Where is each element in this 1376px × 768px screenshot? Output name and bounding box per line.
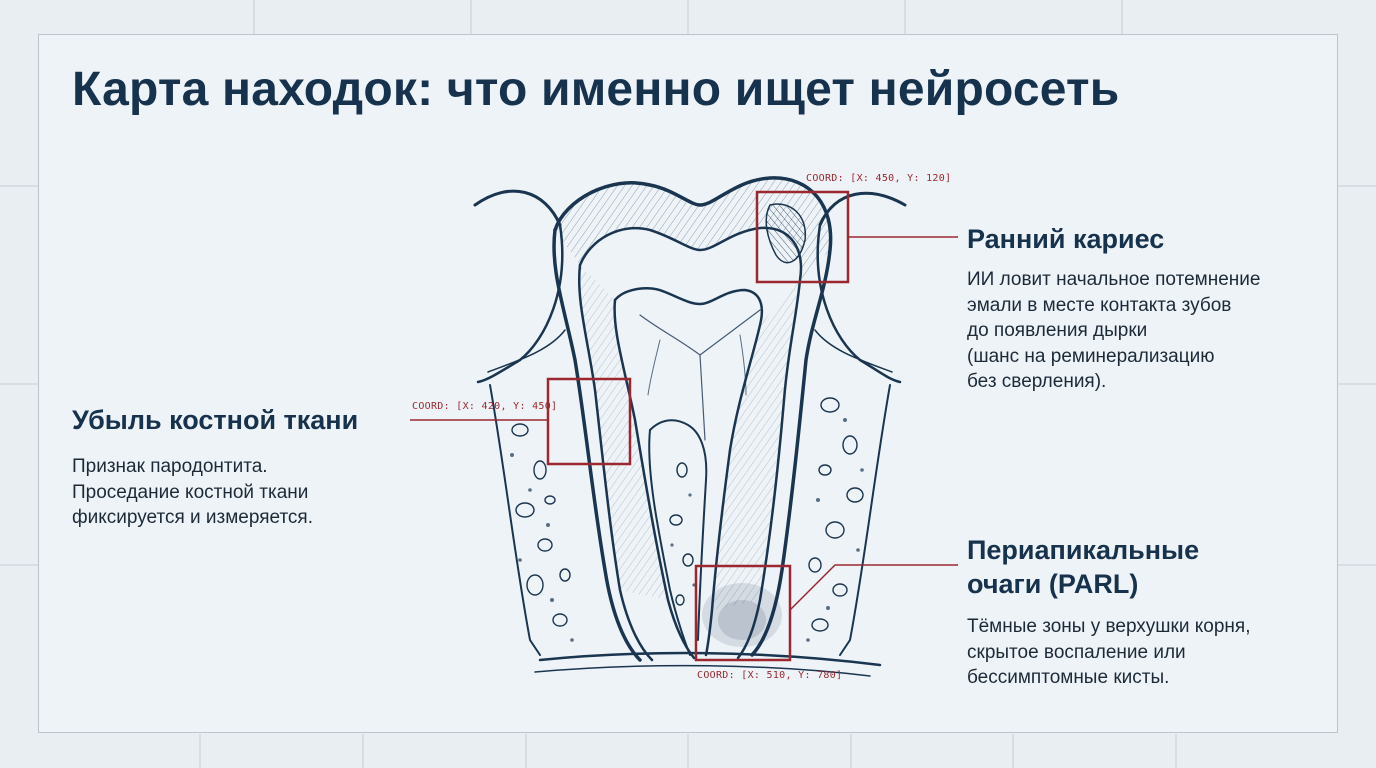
slide-card	[38, 34, 1338, 733]
page-title: Карта находок: что именно ищет нейросеть	[72, 63, 1120, 116]
caries-title: Ранний кариес	[967, 224, 1165, 254]
bone-loss-title: Убыль костной ткани	[72, 405, 359, 435]
parl-highlight-box	[694, 564, 792, 662]
caries-coord-label: COORD: [X: 450, Y: 120]	[806, 173, 952, 184]
parl-description: Тёмные зоны у верхушки корня, скрытое во…	[967, 616, 1251, 688]
bone-loss-highlight-box	[546, 377, 632, 466]
bone-loss-coord-label: COORD: [X: 420, Y: 450]	[412, 401, 558, 412]
bone-loss-description: Признак пародонтита. Проседание костной …	[72, 456, 313, 528]
parl-title: Периапикальные очаги (PARL)	[967, 535, 1200, 599]
parl-leader-line	[789, 564, 958, 611]
parl-coord-label: COORD: [X: 510, Y: 780]	[697, 670, 843, 681]
caries-description: ИИ ловит начальное потемнение эмали в ме…	[967, 269, 1261, 392]
